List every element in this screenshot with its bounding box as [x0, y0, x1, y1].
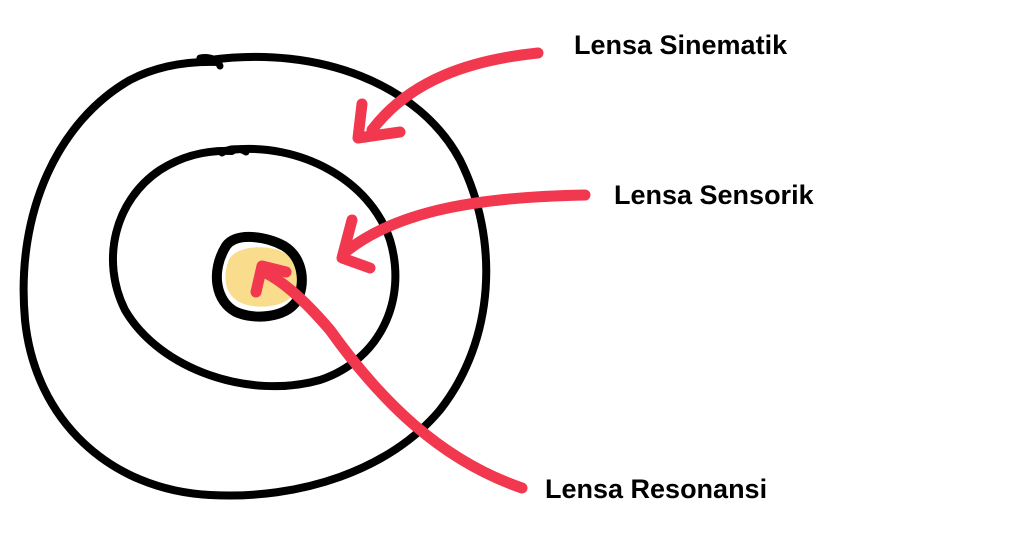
arrow-resonansi [258, 266, 528, 494]
middle-ring [109, 145, 400, 391]
label-lensa-sinematik: Lensa Sinematik [574, 30, 788, 60]
outer-ring-tick [196, 54, 224, 70]
middle-ring-tick [218, 145, 250, 157]
arrow-sinematik-head [352, 98, 406, 144]
label-lensa-resonansi: Lensa Resonansi [545, 474, 768, 504]
arrow-resonansi-head [250, 260, 292, 298]
label-lensa-sensorik: Lensa Sensorik [614, 180, 814, 210]
arrow-sinematik [366, 47, 544, 136]
outer-ring [19, 52, 491, 500]
arrow-sensorik [342, 189, 591, 256]
arrow-sensorik-head [336, 214, 376, 274]
